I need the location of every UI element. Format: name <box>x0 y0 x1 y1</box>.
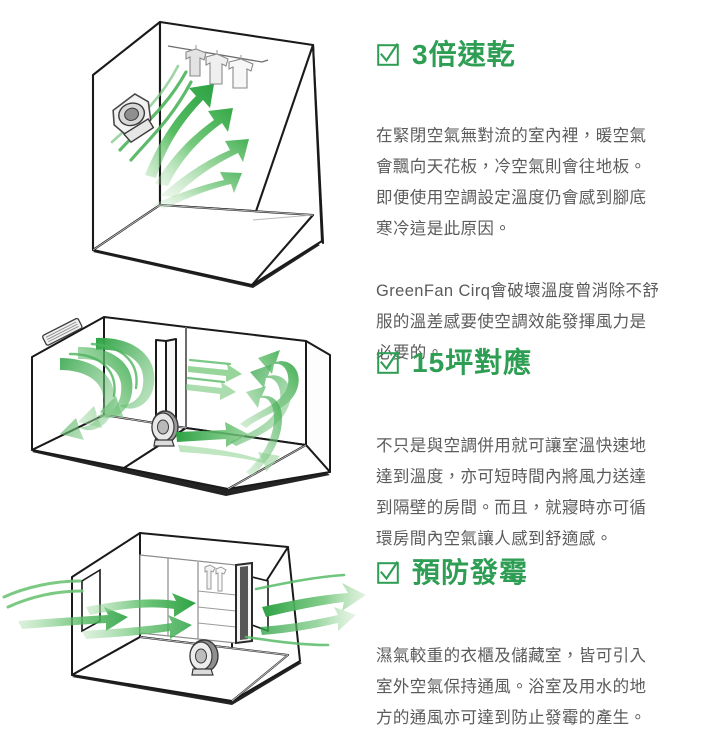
feature-paragraph: GreenFan Cirq會破壞溫度曾消除不舒服的溫差感要使空調效能發揮風力是必… <box>376 281 660 362</box>
feature-section-15-ping: 15坪對應 不只是與空調併用就可讓室溫快速地達到溫度，亦可短時間內將風力送達到隔… <box>0 300 708 548</box>
feature-section-mold-prevention: 預防發霉 濕氣較重的衣櫃及儲藏室，皆可引入室外空氣保持通風。浴室及用水的地方的通… <box>0 515 708 727</box>
two-room-airflow-diagram <box>31 316 331 496</box>
feature-text-15-ping: 15坪對應 不只是與空調併用就可讓室溫快速地達到溫度，亦可短時間內將風力送達到隔… <box>368 300 708 548</box>
feature-paragraph: 在緊閉空氣無對流的室內裡，暖空氣會飄向天花板，冷空氣則會往地板。即便使用空調設定… <box>376 126 647 238</box>
checkbox-checked-icon <box>377 43 399 67</box>
feature-paragraph: 濕氣較重的衣櫃及儲藏室，皆可引入室外空氣保持通風。浴室及用水的地方的通風亦可達到… <box>376 646 647 727</box>
checkbox-checked-icon <box>377 561 399 585</box>
illustration-closet-ventilation <box>0 515 368 708</box>
room-drying-laundry-diagram <box>91 20 325 288</box>
feature-body: 濕氣較重的衣櫃及儲藏室，皆可引入室外空氣保持通風。浴室及用水的地方的通風亦可達到… <box>368 610 708 734</box>
feature-heading: 3倍速乾 <box>368 23 708 69</box>
checkbox-checked-icon <box>377 351 399 375</box>
feature-paragraph: 不只是與空調併用就可讓室溫快速地達到溫度，亦可短時間內將風力送達到隔壁的房間。而… <box>376 436 647 548</box>
feature-heading-text: 3倍速乾 <box>412 39 516 71</box>
feature-heading: 15坪對應 <box>368 323 708 377</box>
feature-body: 在緊閉空氣無對流的室內裡，暖空氣會飄向天花板，冷空氣則會往地板。即便使用空調設定… <box>368 92 708 369</box>
closet-ventilation-diagram <box>2 532 366 705</box>
illustration-two-room-airflow <box>0 300 368 515</box>
feature-text-mold-prevention: 預防發霉 濕氣較重的衣櫃及儲藏室，皆可引入室外空氣保持通風。浴室及用水的地方的通… <box>368 515 708 727</box>
feature-text-3x-drying: 3倍速乾 在緊閉空氣無對流的室內裡，暖空氣會飄向天花板，冷空氣則會往地板。即便使… <box>368 0 708 362</box>
feature-section-3x-drying: 3倍速乾 在緊閉空氣無對流的室內裡，暖空氣會飄向天花板，冷空氣則會往地板。即便使… <box>0 0 708 362</box>
feature-heading-text: 預防發霉 <box>412 557 529 589</box>
illustration-room-drying-laundry <box>0 0 368 300</box>
feature-body: 不只是與空調併用就可讓室溫快速地達到溫度，亦可短時間內將風力送達到隔壁的房間。而… <box>368 400 708 555</box>
feature-heading: 預防發霉 <box>368 538 708 587</box>
feature-heading-text: 15坪對應 <box>412 347 533 379</box>
